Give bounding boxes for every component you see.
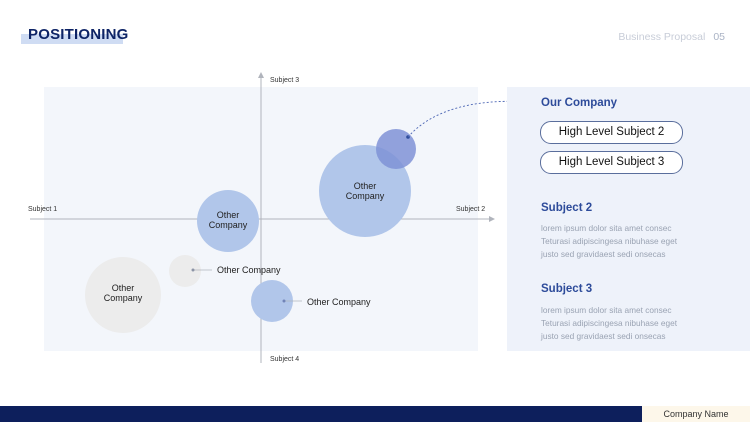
bubble-label-large-2: Company — [346, 191, 385, 201]
callout-text-grey-small: Other Company — [217, 265, 281, 275]
proposal-label: Business Proposal — [618, 31, 706, 43]
section-line: Teturasi adipiscingesa nibuhase eget — [541, 317, 678, 328]
section-title-subject-3: Subject 3 — [541, 283, 593, 295]
callout-text-bottom: Other Company — [307, 297, 371, 307]
bubble-label-grey-large-1: Other — [112, 283, 135, 293]
bubble-other-company-grey-large — [85, 257, 161, 333]
bubble-label-center-1: Other — [217, 210, 240, 220]
section-line: lorem ipsum dolor sita amet consec — [541, 223, 672, 233]
header-right: Business Proposal 05 — [618, 31, 725, 43]
axis-label-left: Subject 1 — [28, 206, 57, 213]
page-title: POSITIONING — [28, 26, 129, 43]
bubble-our-company — [376, 129, 416, 169]
section-body-subject-2: lorem ipsum dolor sita amet consec Tetur… — [541, 222, 741, 260]
panel-title-our-company: Our Company — [541, 97, 618, 109]
title-highlight — [21, 34, 123, 44]
bubble-label-large-1: Other — [354, 181, 377, 191]
axis-label-top: Subject 3 — [270, 77, 299, 84]
bubble-other-company-center — [197, 190, 259, 252]
bubble-other-company-bottom — [251, 280, 293, 322]
axis-label-right: Subject 2 — [456, 206, 485, 213]
bubble-label-grey-large-2: Company — [104, 293, 143, 303]
pill-high-level-subject-3: High Level Subject 3 — [540, 151, 683, 174]
axis-label-bottom: Subject 4 — [270, 356, 299, 363]
section-body-subject-3: lorem ipsum dolor sita amet consec Tetur… — [541, 304, 741, 342]
footer-company-name: Company Name — [642, 406, 750, 422]
bubble-other-company-grey-small — [169, 255, 201, 287]
pill-high-level-subject-2: High Level Subject 2 — [540, 121, 683, 144]
callout-dot-grey-small — [191, 268, 195, 272]
callout-dot-bottom — [282, 299, 286, 303]
bubble-label-center-2: Company — [209, 220, 248, 230]
section-line: justo sed gravidaest sedi onsecas — [541, 248, 666, 259]
page-number: 05 — [713, 31, 725, 43]
section-line: Teturasi adipiscingesa nibuhase eget — [541, 235, 678, 246]
footer-bar — [0, 406, 642, 422]
section-line: justo sed gravidaest sedi onsecas — [541, 330, 666, 341]
section-line: lorem ipsum dolor sita amet consec — [541, 305, 672, 315]
section-title-subject-2: Subject 2 — [541, 202, 593, 214]
page-title-wrap: POSITIONING — [21, 26, 129, 44]
bubble-other-company-large — [319, 145, 411, 237]
